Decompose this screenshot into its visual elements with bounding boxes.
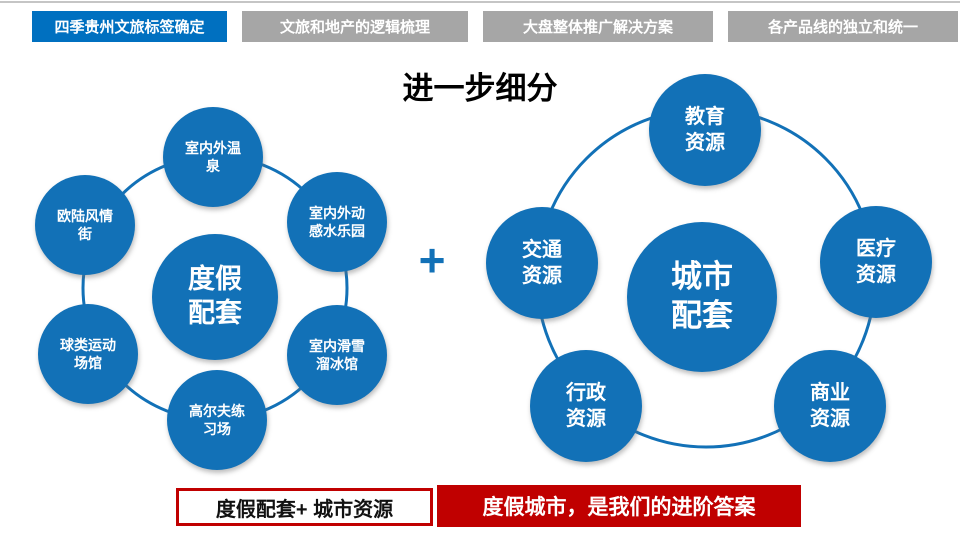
- tab-culture-realestate-logic[interactable]: 文旅和地产的逻辑梳理: [242, 11, 468, 42]
- bubble-euro-street-label: 欧陆风情 街: [57, 207, 113, 242]
- bubble-ball-sports-label: 球类运动 场馆: [60, 336, 116, 371]
- bubble-ball-sports: 球类运动 场馆: [38, 304, 138, 404]
- bubble-ski-skating: 室内滑雪 溜冰馆: [287, 305, 387, 405]
- footer-formula-box: 度假配套+ 城市资源: [176, 488, 433, 526]
- bubble-medical-label: 医疗 资源: [856, 238, 896, 286]
- tab-guizhou-tags[interactable]: 四季贵州文旅标签确定: [32, 11, 227, 42]
- bubble-medical: 医疗 资源: [820, 206, 932, 318]
- bubble-administration: 行政 资源: [530, 350, 642, 462]
- footer-formula-label: 度假配套+ 城市资源: [215, 498, 394, 521]
- bubble-ski-skating-label: 室内滑雪 溜冰馆: [309, 337, 365, 372]
- bubble-golf: 高尔夫练 习场: [167, 370, 267, 470]
- bubble-transportation: 交通 资源: [486, 207, 598, 319]
- bubble-hot-spring-label: 室内外温 泉: [185, 139, 241, 174]
- bubble-commerce: 商业 资源: [774, 350, 886, 462]
- bubble-education-label: 教育 资源: [685, 106, 725, 154]
- bubble-hot-spring: 室内外温 泉: [163, 107, 263, 207]
- bubble-city-center: 城市 配套: [627, 222, 777, 372]
- bubble-education: 教育 资源: [649, 74, 761, 186]
- footer-answer-label: 度假城市，是我们的进阶答案: [482, 496, 756, 519]
- bubble-vacation-center: 度假 配套: [152, 234, 278, 360]
- tab-product-lines[interactable]: 各产品线的独立和统一: [728, 11, 958, 42]
- slide-title: 进一步细分: [402, 71, 558, 106]
- bubble-commerce-label: 商业 资源: [810, 382, 850, 430]
- bubble-water-park-label: 室内外动 感水乐园: [309, 204, 365, 239]
- bubble-golf-label: 高尔夫练 习场: [189, 402, 245, 437]
- tab-overall-promotion-plan[interactable]: 大盘整体推广解决方案: [483, 11, 713, 42]
- bubble-administration-label: 行政 资源: [566, 382, 606, 430]
- bubble-vacation-center-label: 度假 配套: [188, 264, 242, 328]
- footer-answer-box: 度假城市，是我们的进阶答案: [437, 485, 801, 527]
- bubble-water-park: 室内外动 感水乐园: [287, 172, 387, 272]
- top-divider-line: [0, 1, 960, 3]
- bubble-city-center-label: 城市 配套: [671, 259, 733, 333]
- bubble-transportation-label: 交通 资源: [522, 239, 562, 287]
- bubble-euro-street: 欧陆风情 街: [35, 175, 135, 275]
- plus-sign: +: [418, 234, 446, 286]
